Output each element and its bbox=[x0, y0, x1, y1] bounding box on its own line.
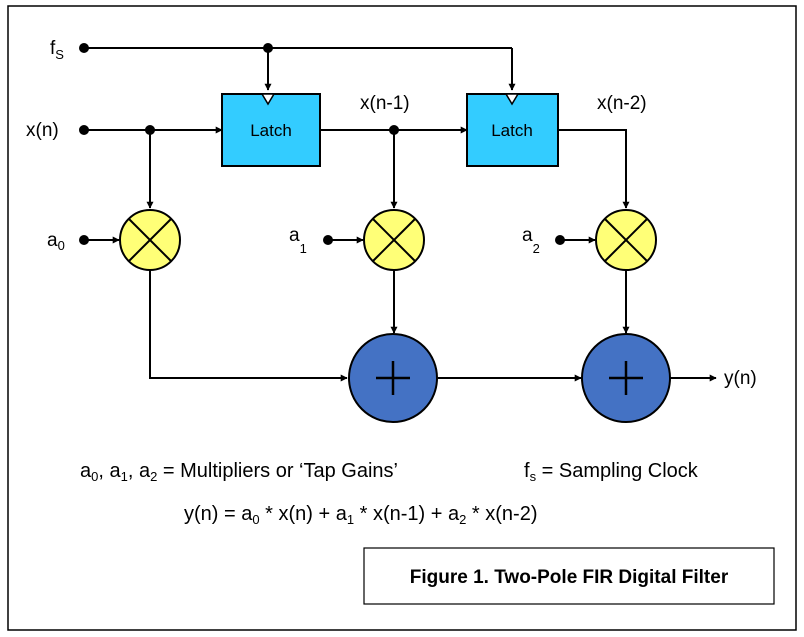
latch2-output-wire bbox=[558, 129, 630, 209]
adder-1 bbox=[348, 333, 438, 423]
delay2-label: x(n-2) bbox=[597, 93, 647, 114]
latch-1-label: Latch bbox=[250, 121, 292, 140]
a1-label: a1 bbox=[289, 225, 307, 256]
legend-tap-gains: a0, a1, a2 = Multipliers or ‘Tap Gains’ bbox=[80, 460, 398, 484]
multiply-cross-icon bbox=[128, 218, 172, 262]
mult0-to-adder1-wire bbox=[149, 270, 348, 382]
multiply-cross-icon bbox=[372, 218, 416, 262]
plus-icon bbox=[609, 361, 643, 395]
clock-label: fS bbox=[50, 38, 64, 62]
input-junction bbox=[145, 125, 155, 135]
multiplier-0 bbox=[119, 209, 181, 271]
clock-junction bbox=[263, 43, 273, 53]
clock-triangle-icon bbox=[504, 93, 520, 106]
multiplier-1 bbox=[363, 209, 425, 271]
legend-sampling-clock: fs = Sampling Clock bbox=[524, 460, 699, 484]
input-label: x(n) bbox=[26, 120, 59, 141]
figure-caption-box: Figure 1. Two-Pole FIR Digital Filter bbox=[363, 547, 775, 605]
output-label: y(n) bbox=[724, 368, 757, 389]
clock-terminal bbox=[79, 43, 89, 53]
latch-2-label: Latch bbox=[491, 121, 533, 140]
delay1-label: x(n-1) bbox=[360, 93, 410, 114]
legend-equation: y(n) = a0 * x(n) + a1 * x(n-1) + a2 * x(… bbox=[184, 503, 538, 527]
outer-frame bbox=[7, 5, 797, 631]
delay1-junction bbox=[389, 125, 399, 135]
a2-label: a2 bbox=[522, 225, 540, 256]
input-terminal bbox=[79, 125, 89, 135]
a2-terminal bbox=[555, 235, 565, 245]
a0-label: a0 bbox=[47, 230, 65, 253]
figure-caption: Figure 1. Two-Pole FIR Digital Filter bbox=[410, 567, 729, 588]
multiply-cross-icon bbox=[604, 218, 648, 262]
clock-triangle-icon bbox=[260, 93, 276, 106]
a0-terminal bbox=[79, 235, 89, 245]
a1-terminal bbox=[323, 235, 333, 245]
adder-2 bbox=[581, 333, 671, 423]
latch-1: Latch bbox=[221, 93, 321, 167]
multiplier-2 bbox=[595, 209, 657, 271]
latch-2: Latch bbox=[466, 93, 559, 167]
plus-icon bbox=[376, 361, 410, 395]
